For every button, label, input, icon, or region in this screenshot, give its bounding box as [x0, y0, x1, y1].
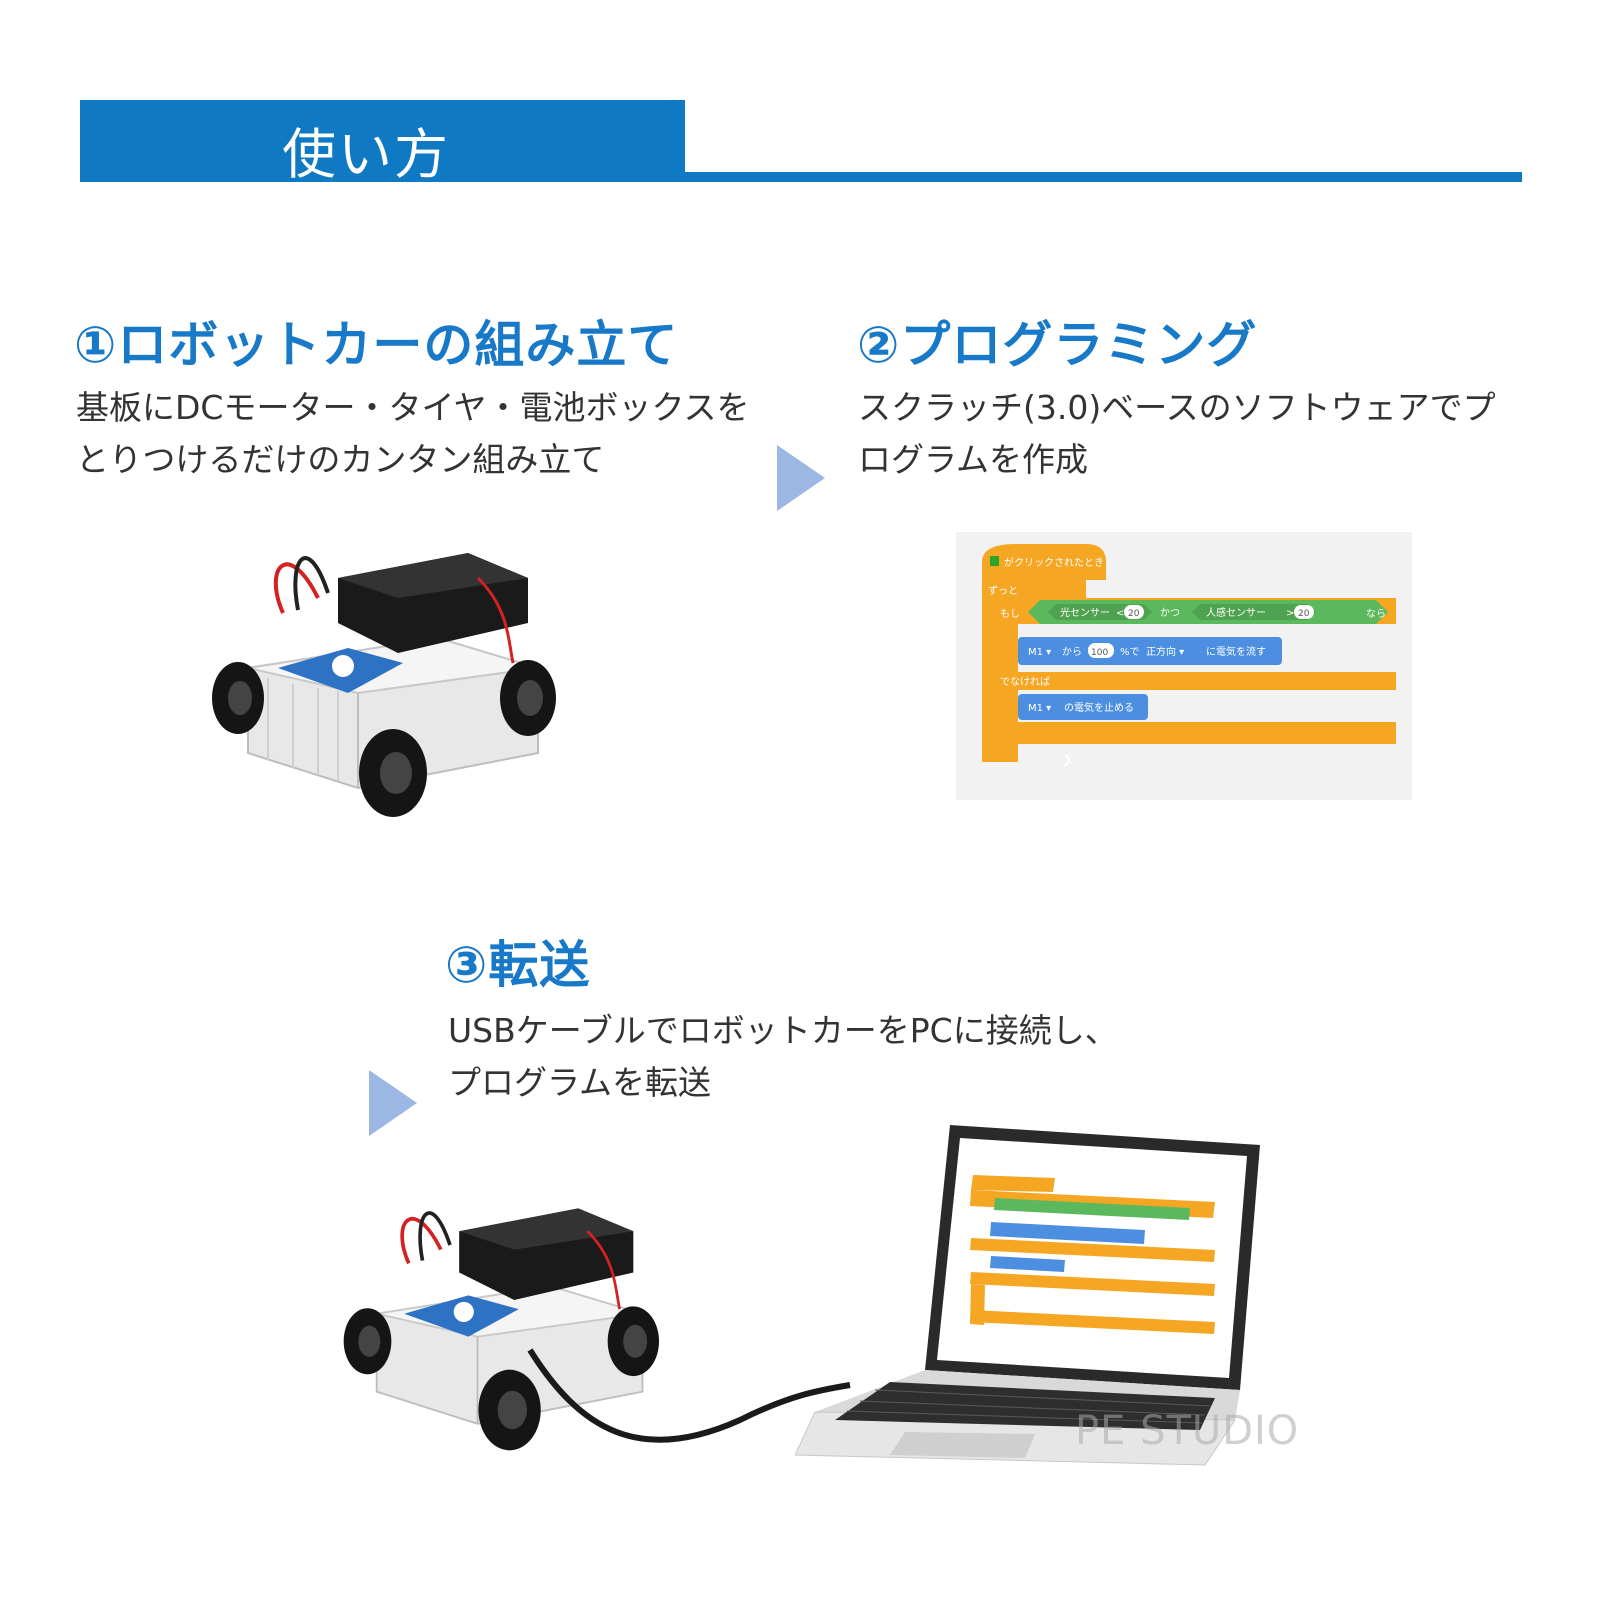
- stop-label: の電気を止める: [1064, 701, 1134, 714]
- step-2-line-2: ログラムを作成: [858, 440, 1089, 479]
- scratch-program-panel: がクリックされたとき ずっと もし 光センサー < 20 かつ 人感センサー >…: [956, 532, 1412, 800]
- step-3-line-2: プログラムを転送: [448, 1063, 712, 1102]
- next-step-arrow-icon: [369, 1070, 417, 1136]
- else-label: でなければ: [1000, 676, 1050, 688]
- op-gt: >: [1286, 608, 1294, 619]
- motor-select[interactable]: M1 ▾: [1028, 647, 1051, 658]
- hat-block: [982, 544, 1106, 580]
- header-underline: [80, 172, 1522, 182]
- percent-label: %で: [1120, 647, 1140, 658]
- forever-label: ずっと: [988, 585, 1018, 597]
- green-flag-icon: [990, 556, 999, 566]
- step-3-title: ③転送: [445, 936, 591, 994]
- step-2-line-1: スクラッチ(3.0)ベースのソフトウェアでプ: [858, 388, 1496, 427]
- power-value[interactable]: 100: [1091, 648, 1108, 658]
- value-a: 20: [1128, 609, 1140, 619]
- motor-stop-block: [1018, 694, 1148, 720]
- value-b: 20: [1298, 609, 1310, 619]
- usb-cable: [527, 1348, 851, 1443]
- from-label: から: [1062, 646, 1082, 658]
- next-step-arrow-icon: [777, 445, 825, 511]
- step-3-description: USBケーブルでロボットカーをPCに接続し、 プログラムを転送: [448, 1005, 1118, 1109]
- robot-car-image: [212, 553, 556, 817]
- step-2-description: スクラッチ(3.0)ベースのソフトウェアでプ ログラムを作成: [858, 382, 1496, 486]
- loop-arrow-icon: [1063, 753, 1070, 767]
- step-1-line-2: とりつけるだけのカンタン組み立て: [76, 440, 605, 479]
- run-label: に電気を流す: [1206, 645, 1266, 658]
- step-1-description: 基板にDCモーター・タイヤ・電池ボックスを とりつけるだけのカンタン組み立て: [76, 382, 749, 486]
- scratch-code-blocks: がクリックされたとき ずっと もし 光センサー < 20 かつ 人感センサー >…: [982, 544, 1396, 767]
- hat-label: がクリックされたとき: [1004, 556, 1104, 569]
- if-label: もし: [1000, 608, 1020, 620]
- page-title: 使い方: [282, 123, 450, 186]
- motor-select-2[interactable]: M1 ▾: [1028, 703, 1051, 714]
- and-label: かつ: [1160, 607, 1180, 619]
- step-1-title: ①ロボットカーの組み立て: [74, 316, 679, 374]
- laptop-image: [795, 1125, 1260, 1466]
- op-lt: <: [1116, 608, 1124, 619]
- then-label: なら: [1366, 608, 1386, 620]
- step-1-line-1: 基板にDCモーター・タイヤ・電池ボックスを: [76, 388, 750, 427]
- step-2-title: ②プログラミング: [857, 316, 1258, 374]
- step-3-line-1: USBケーブルでロボットカーをPCに接続し、: [448, 1011, 1118, 1050]
- light-sensor-label: 光センサー: [1060, 606, 1110, 619]
- direction-select[interactable]: 正方向 ▾: [1146, 645, 1184, 658]
- robot-car-image: [343, 1208, 659, 1451]
- human-sensor-label: 人感センサー: [1206, 606, 1266, 619]
- header-band: [80, 100, 685, 182]
- motor-run-block: [1018, 637, 1282, 665]
- watermark: PE STUDIO: [1075, 1408, 1300, 1454]
